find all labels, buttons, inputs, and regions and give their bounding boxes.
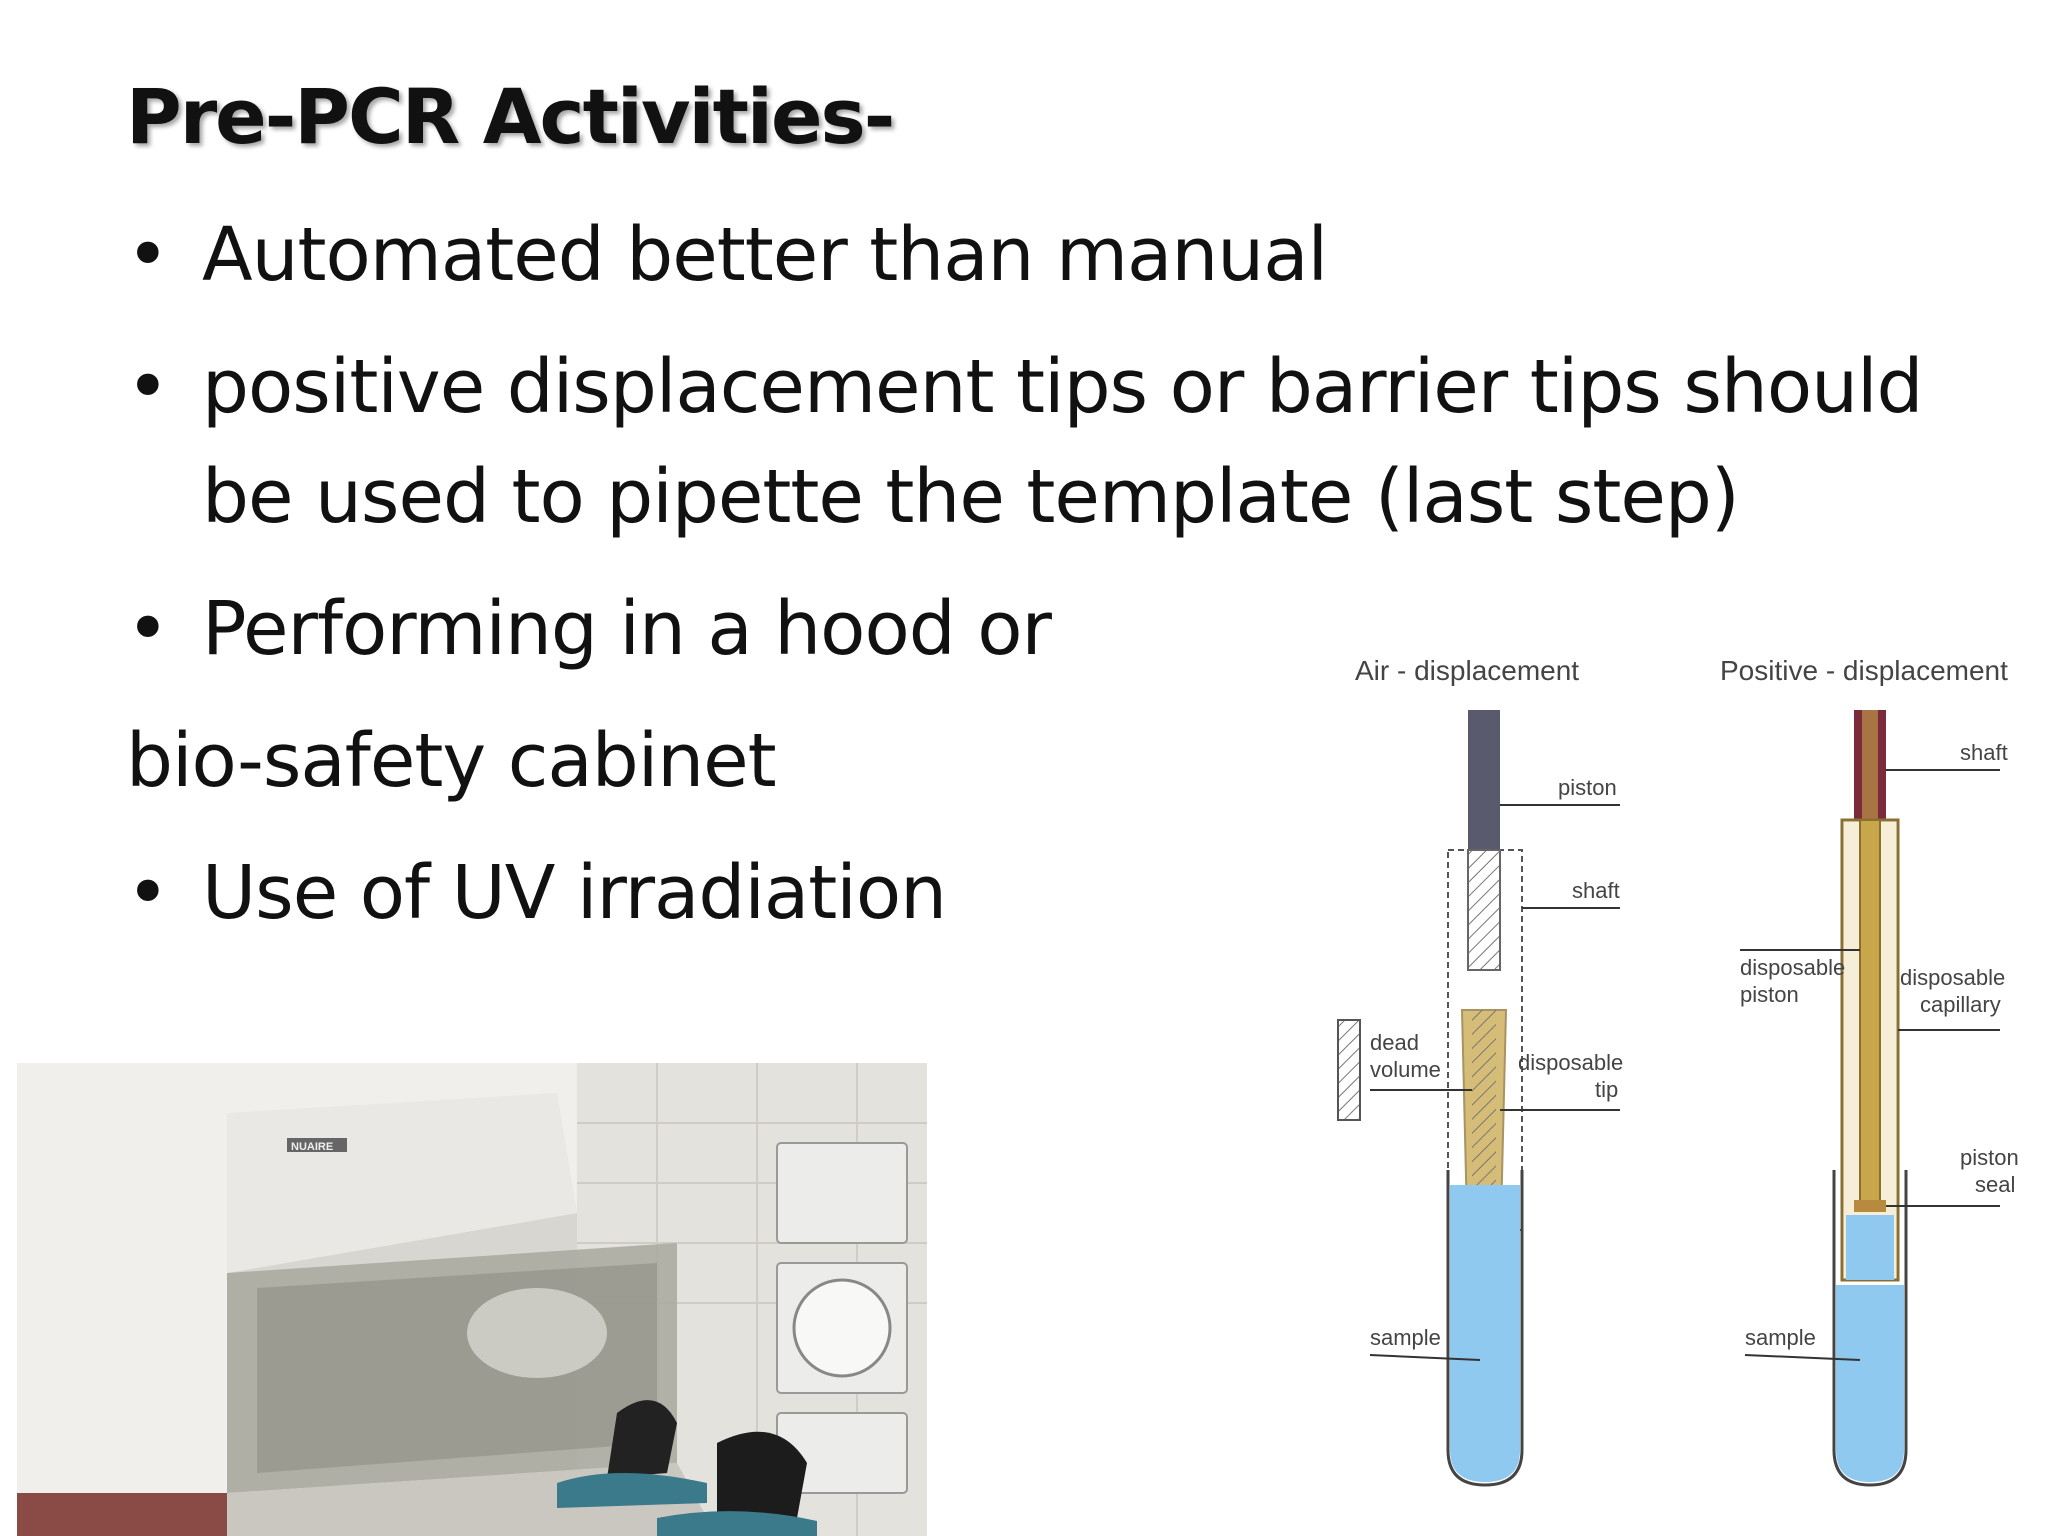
bullet-item: • Automated better than manual [126, 200, 1886, 310]
air-piston [1468, 710, 1500, 850]
pos-disposable-piston [1859, 819, 1881, 1206]
label-disposable-capillary-1: disposable [1900, 965, 2005, 990]
air-shaft [1467, 849, 1501, 971]
label-piston-seal-2: seal [1975, 1172, 2015, 1197]
cabinet-illustration: NUAIRE [17, 1063, 927, 1536]
bullet-text: positive displacement tips or barrier ti… [202, 344, 1924, 540]
bullet-text: Performing in a hood or [202, 586, 1052, 672]
label-sample-pos: sample [1745, 1325, 1816, 1350]
bullet-text: Use of UV irradiation [202, 850, 947, 936]
pos-piston-seal [1854, 1200, 1886, 1212]
label-piston: piston [1558, 775, 1617, 800]
label-disposable: disposable [1518, 1050, 1623, 1075]
air-test-tube [1446, 1170, 1524, 1487]
bullet-dot: • [126, 850, 170, 936]
bullet-dot: • [126, 586, 170, 672]
slide-title: Pre-PCR Activities- [126, 72, 895, 161]
label-tip: tip [1595, 1077, 1618, 1102]
bullet-list: • Automated better than manual • positiv… [126, 200, 1924, 970]
air-displacement-title: Air - displacement [1355, 655, 1579, 686]
label-piston-seal-1: piston [1960, 1145, 2019, 1170]
bullet-text: Automated better than manual [202, 212, 1328, 298]
pos-test-tube [1832, 1170, 1908, 1487]
pos-sample-liquid [1836, 1285, 1904, 1482]
label-disposable-piston-2: piston [1740, 982, 1799, 1007]
label-dead: dead [1370, 1030, 1419, 1055]
air-sample-liquid [1450, 1185, 1520, 1482]
bullet-item: • Performing in a hood or [126, 574, 1202, 684]
bullet-continuation: bio-safety cabinet [126, 718, 777, 804]
label-sample-air: sample [1370, 1325, 1441, 1350]
cabinet-brand-label: NUAIRE [291, 1141, 333, 1153]
pipette-diagram: Air - displacement piston shaft dead vol… [1337, 655, 2019, 1487]
label-shaft: shaft [1572, 878, 1620, 903]
biosafety-cabinet-photo: NUAIRE [17, 1063, 927, 1536]
bullet-item: • positive displacement tips or barrier … [126, 332, 1982, 552]
label-shaft-pos: shaft [1960, 740, 2008, 765]
bullet-dot: • [126, 212, 170, 298]
label-volume: volume [1370, 1057, 1441, 1082]
label-disposable-piston-1: disposable [1740, 955, 1845, 980]
label-disposable-capillary-2: capillary [1920, 992, 2001, 1017]
positive-displacement-title: Positive - displacement [1720, 655, 2008, 686]
bullet-item: • Use of UV irradiation [126, 838, 1886, 948]
bullet-dot: • [126, 344, 170, 430]
cabinet-brand-plate [287, 1138, 347, 1152]
